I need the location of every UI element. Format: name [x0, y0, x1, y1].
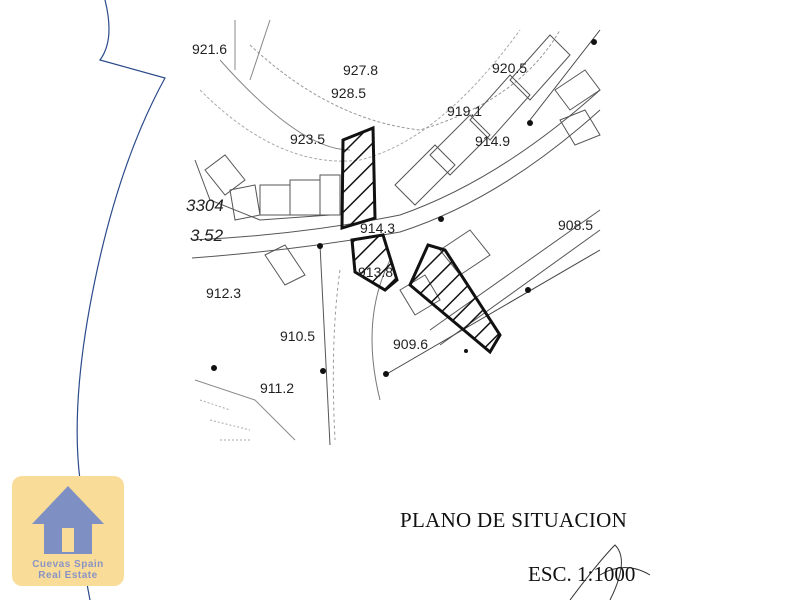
- parcel-center: [350, 233, 399, 292]
- elevation-label: 913.8: [358, 264, 393, 280]
- elevation-label: 919.1: [447, 103, 482, 119]
- cuevas-spain-logo: Cuevas Spain Real Estate: [12, 476, 124, 586]
- elevation-label: 910.5: [280, 328, 315, 344]
- elevation-label: 912.3: [206, 285, 241, 301]
- logo-text-line1: Cuevas Spain: [32, 559, 104, 570]
- logo-text-line2: Real Estate: [38, 570, 98, 581]
- survey-points: [211, 39, 597, 377]
- parcel-south: [408, 243, 502, 355]
- elevation-labels: 921.6 927.8 928.5 920.5 919.1 923.5 914.…: [186, 41, 593, 396]
- elevation-label: 928.5: [331, 85, 366, 101]
- parcel-number-label: 3.52: [190, 226, 224, 245]
- elevation-label: 920.5: [492, 60, 527, 76]
- elevation-label: 914.9: [475, 133, 510, 149]
- plan-title: PLANO DE SITUACION: [400, 508, 628, 532]
- elevation-label: 908.5: [558, 217, 593, 233]
- signature-mark: [569, 544, 651, 600]
- map-linework: [191, 19, 601, 446]
- elevation-label: 914.3: [360, 220, 395, 236]
- parcel-north: [340, 125, 377, 231]
- elevation-label: 927.8: [343, 62, 378, 78]
- house-icon: [32, 486, 104, 554]
- parcel-number-label: 3304: [186, 196, 224, 215]
- elevation-label: 911.2: [260, 380, 294, 396]
- elevation-label: 923.5: [290, 131, 325, 147]
- elevation-label: 921.6: [192, 41, 227, 57]
- elevation-label: 909.6: [393, 336, 428, 352]
- hatched-parcels: [340, 125, 502, 355]
- plan-scale: ESC. 1:1000: [528, 562, 636, 586]
